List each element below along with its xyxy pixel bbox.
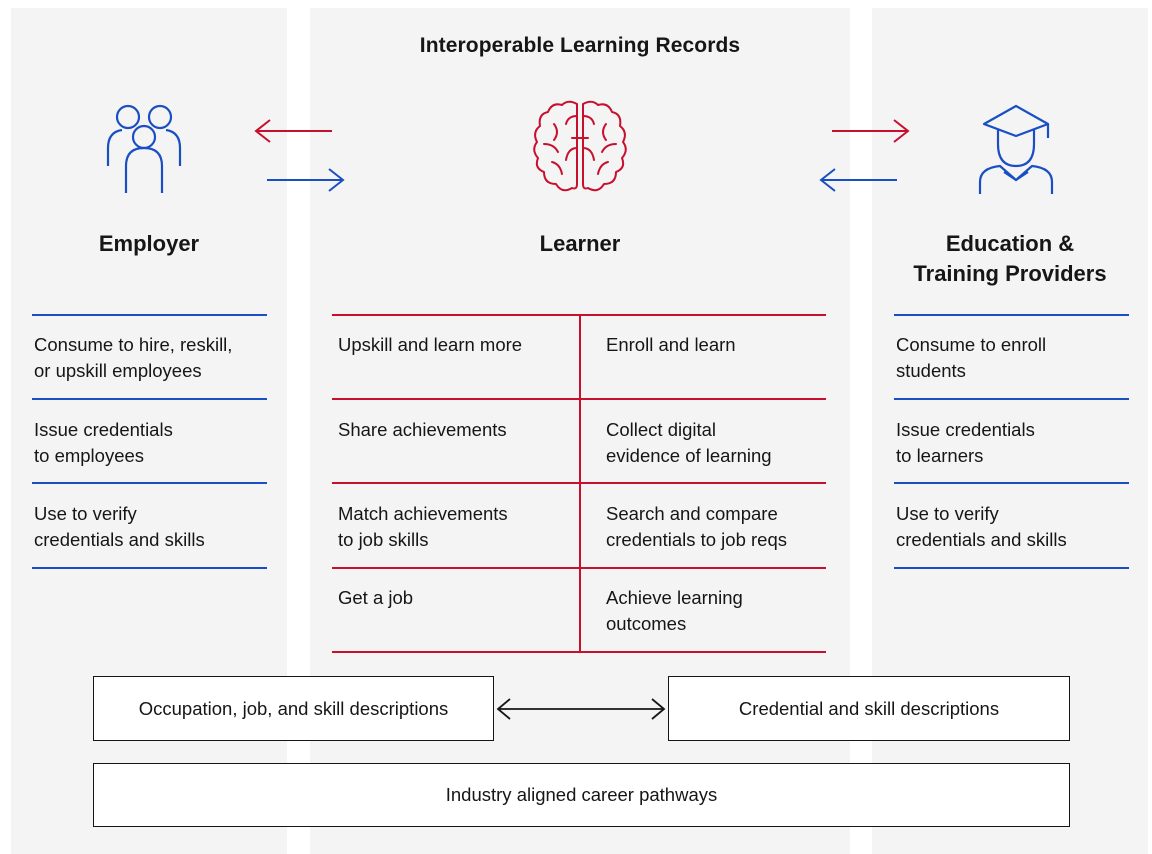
arrow-right-blue-icon (267, 168, 345, 192)
learner-heading: Learner (539, 231, 621, 256)
divider (32, 314, 267, 316)
divider (894, 314, 1129, 316)
people-group-icon (106, 104, 182, 193)
column-divider (579, 315, 581, 652)
diagram-title: Interoperable Learning Records (419, 34, 741, 57)
divider (332, 651, 826, 653)
graduate-icon (978, 104, 1054, 194)
divider (894, 482, 1129, 484)
divider (32, 482, 267, 484)
arrow-left-red-icon (254, 119, 332, 143)
employer-heading: Employer (98, 231, 200, 256)
divider (894, 567, 1129, 569)
list-item: Get a job (338, 587, 414, 608)
list-item: Upskill and learn more (338, 334, 523, 355)
arrow-right-red-icon (832, 119, 910, 143)
divider (32, 398, 267, 400)
career-pathways-box: Industry aligned career pathways (93, 763, 1070, 827)
provider-heading-line2: Training Providers (913, 261, 1107, 286)
list-item: Share achievements (338, 419, 507, 440)
divider (32, 567, 267, 569)
arrow-left-blue-icon (819, 168, 897, 192)
list-item: Consume to hire, reskill,or upskill empl… (34, 334, 233, 381)
divider (894, 398, 1129, 400)
provider-heading-line1: Education & (945, 231, 1075, 256)
brain-icon (533, 100, 627, 192)
list-item: Enroll and learn (606, 334, 736, 355)
provider-heading: Education & Training Providers (872, 229, 1148, 289)
double-arrow-icon (496, 698, 666, 720)
occupation-descriptions-box: Occupation, job, and skill descriptions (93, 676, 494, 741)
credential-descriptions-box: Credential and skill descriptions (668, 676, 1070, 741)
